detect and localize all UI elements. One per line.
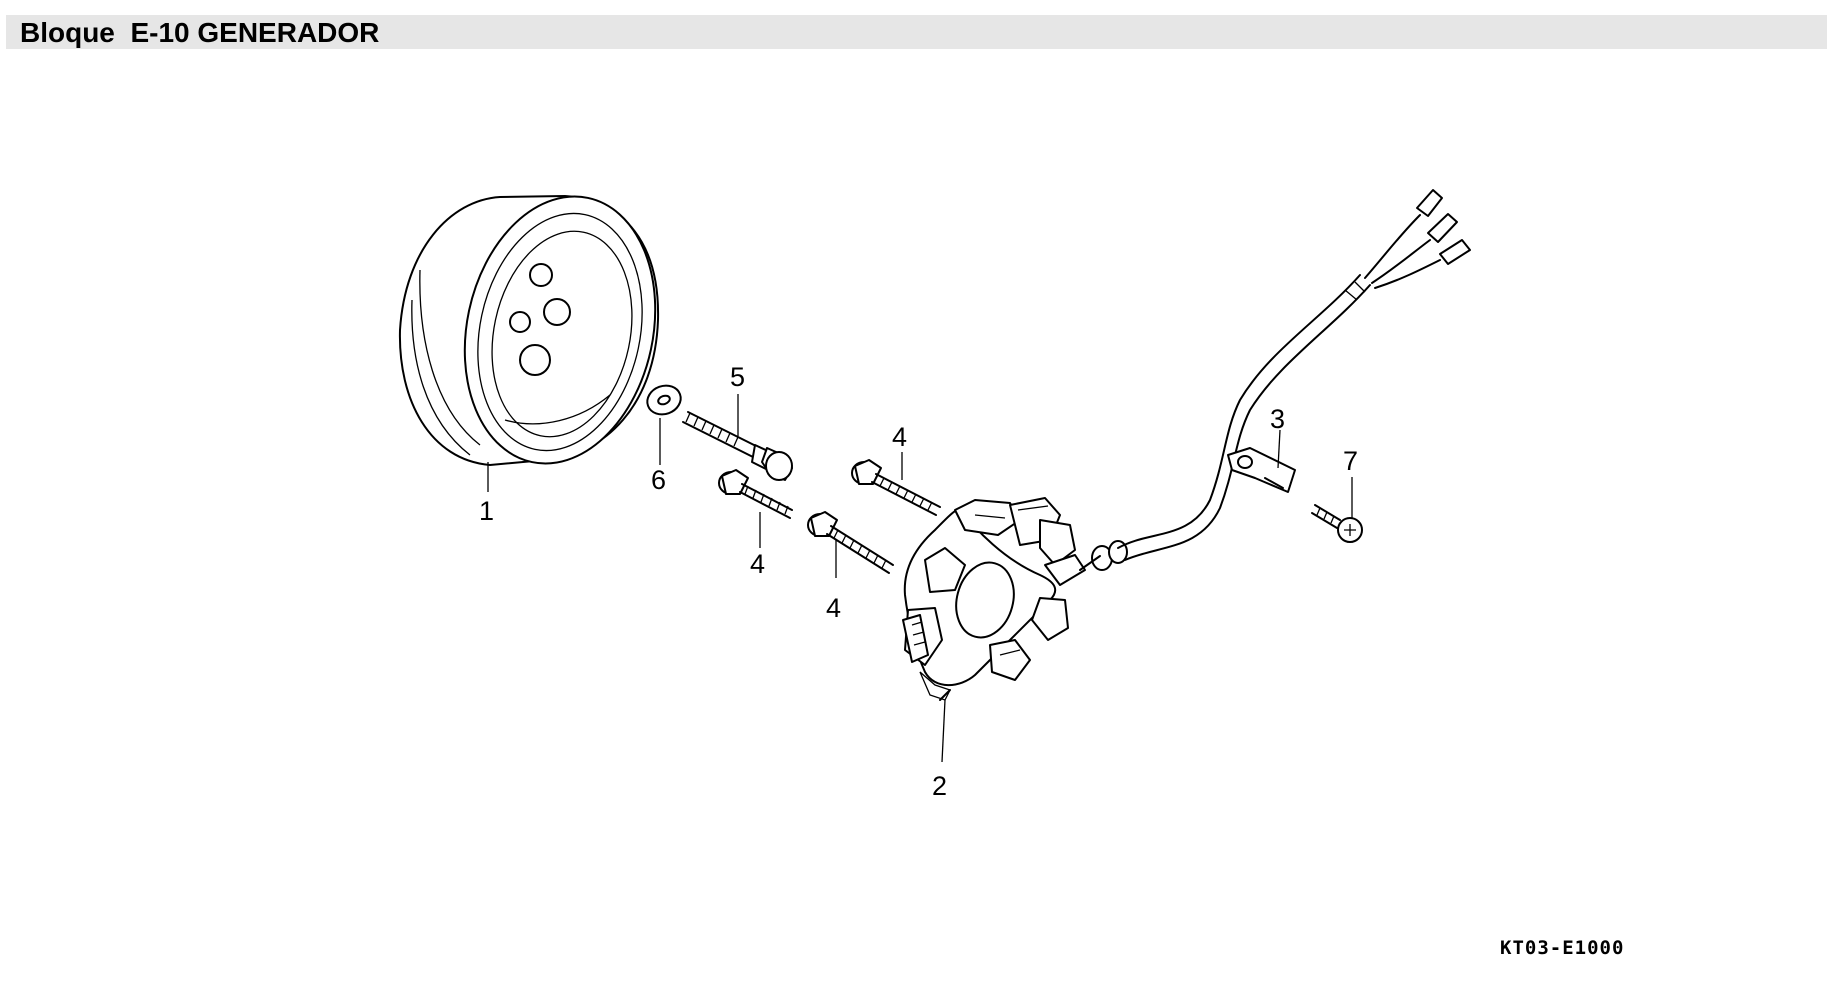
callout-2: 2 (932, 771, 947, 801)
leader-lines (487, 394, 1353, 763)
page-title: Bloque E-10 GENERADOR (20, 17, 380, 48)
wire-clamp-part (1227, 447, 1296, 493)
callout-6: 6 (651, 465, 666, 495)
flange-bolt-part (682, 411, 793, 481)
callout-7: 7 (1343, 446, 1358, 476)
callout-4-left: 4 (750, 549, 765, 579)
screw-part-upper (851, 459, 941, 516)
title-bar (6, 15, 1827, 49)
callout-4-upper: 4 (892, 422, 907, 452)
wiring-harness (1117, 189, 1471, 561)
screw-part-middle (807, 511, 894, 574)
callout-3: 3 (1270, 404, 1285, 434)
washer-part (646, 384, 682, 416)
diagram-code: KT03-E1000 (1500, 937, 1625, 959)
callout-5: 5 (730, 362, 745, 392)
screw-part-left (718, 469, 793, 519)
stator-part (902, 497, 1128, 701)
small-screw-part (1311, 504, 1363, 543)
callout-4-middle: 4 (826, 593, 841, 623)
callout-1: 1 (479, 496, 494, 526)
flywheel-rotor-part (398, 195, 660, 466)
